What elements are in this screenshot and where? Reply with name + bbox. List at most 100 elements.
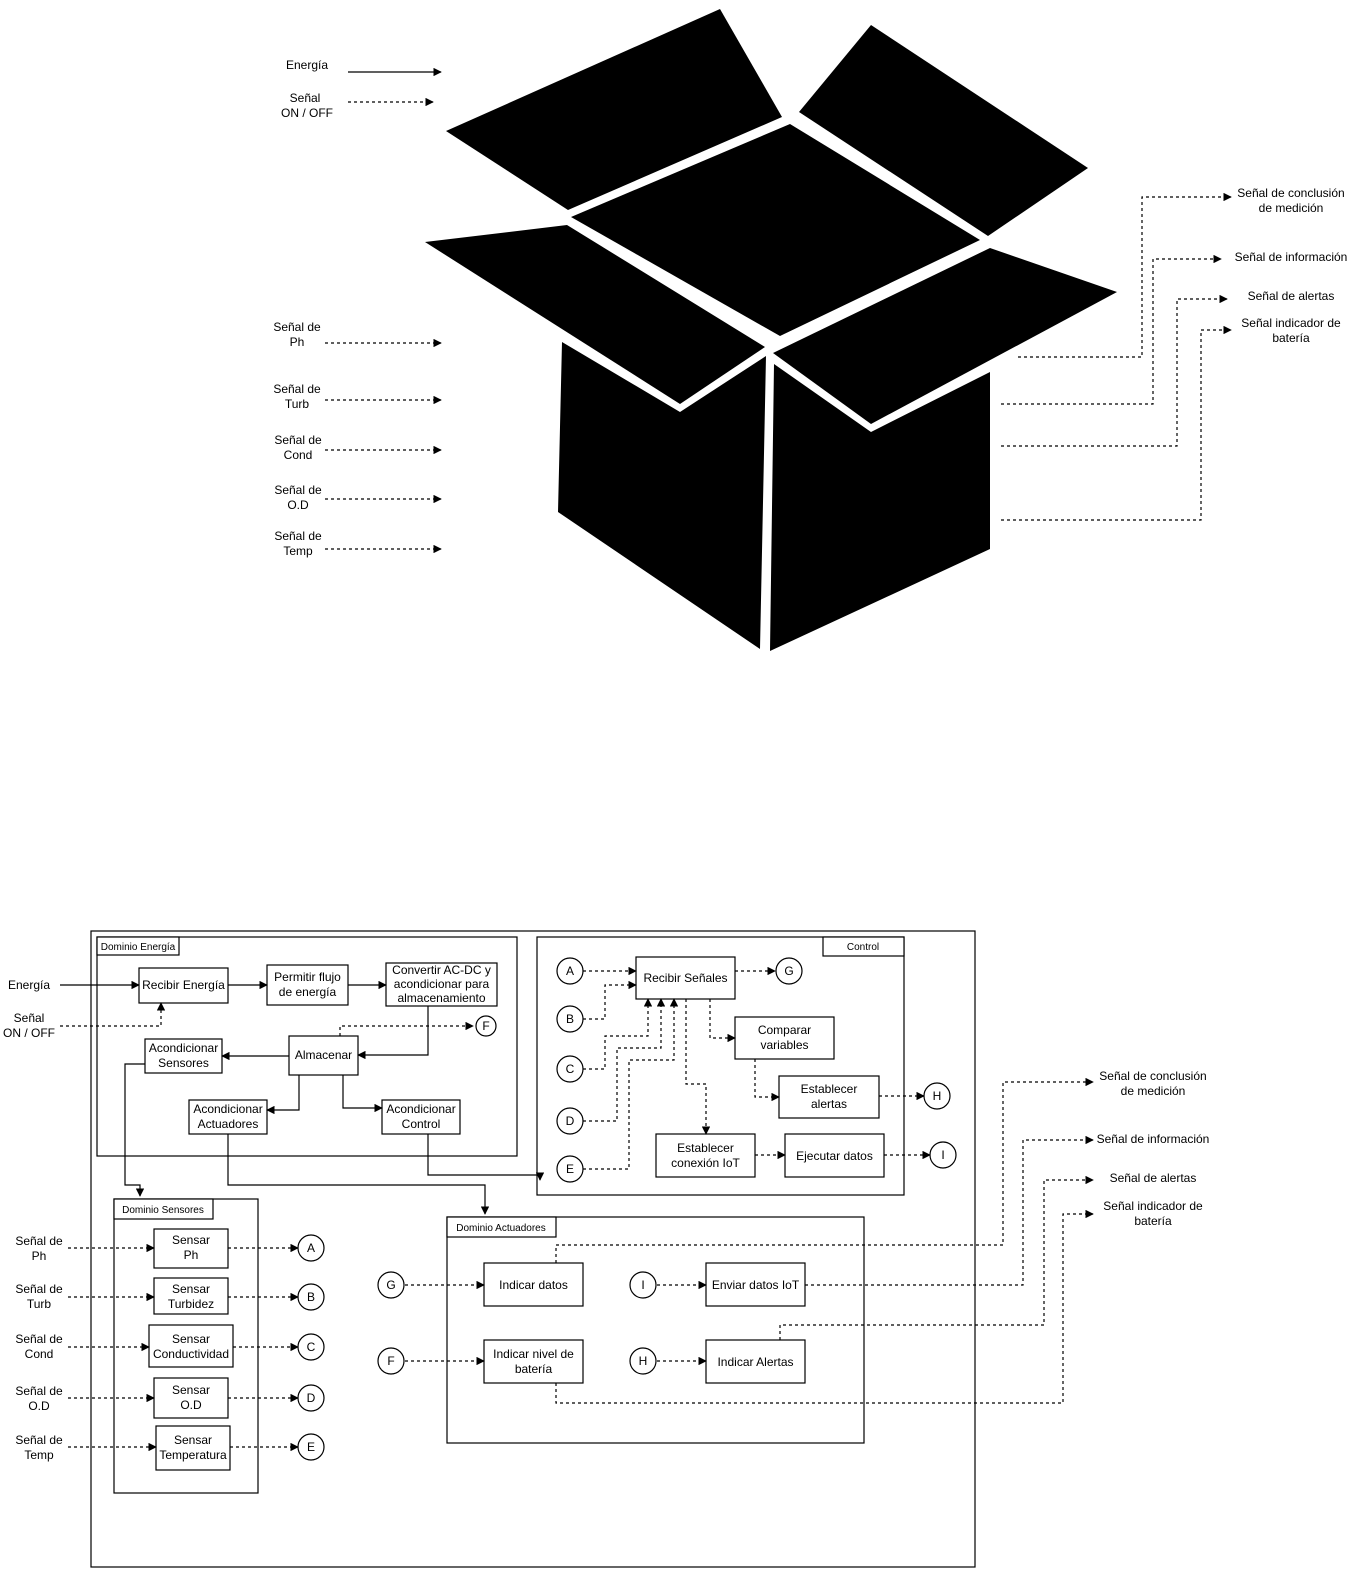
bb-label-temp-1: Señal de [274, 529, 322, 543]
label-out-conclusion-1: Señal de conclusión [1099, 1069, 1206, 1083]
connector-label-g-6: G [784, 964, 793, 978]
node-establecer-alertas-label-1: Establecer [801, 1082, 858, 1096]
arrow-acond-sensores-domain [124, 1063, 145, 1197]
node-conexion-iot-label-2: conexión IoT [671, 1156, 740, 1170]
label-cond-1: Señal de [15, 1332, 63, 1346]
node-indicar-bateria-label-2: batería [515, 1362, 553, 1376]
node-sensar-conductividad-label-2: Conductividad [153, 1347, 229, 1361]
box-flap-back-right [799, 25, 1088, 236]
node-indicar-bateria-label-1: Indicar nivel de [493, 1347, 574, 1361]
node-convertir-label-2: acondicionar para [394, 977, 490, 991]
node-indicar-datos [483, 1262, 584, 1307]
node-sensar-od [153, 1377, 229, 1419]
node-sensar-od-label-1: Sensar [172, 1383, 210, 1397]
connector-i-8 [929, 1141, 957, 1169]
node-sensar-ph-label-2: Ph [184, 1248, 199, 1262]
system-frame [90, 930, 976, 1568]
arrow-comparar-alertas [754, 1059, 780, 1102]
arrow-out-alertas [779, 1175, 1094, 1340]
label-ph-1: Señal de [15, 1234, 63, 1248]
connector-a-0 [556, 957, 584, 985]
node-recibir-senales [635, 956, 736, 1000]
node-indicar-alertas [705, 1339, 806, 1384]
domain-control-title: Control [847, 942, 879, 953]
node-sensar-turbidez [153, 1277, 229, 1315]
connector-label-i-16: I [641, 1278, 644, 1292]
domain-control-frame [536, 936, 905, 1196]
node-convertir [385, 962, 498, 1007]
label-out-alertas: Señal de alertas [1110, 1171, 1197, 1185]
node-sensar-turbidez-label-1: Sensar [172, 1282, 210, 1296]
node-recibir-senales-label: Recibir Señales [643, 971, 727, 985]
node-convertir-label-1: Convertir AC-DC y [392, 963, 491, 977]
node-acond-actuadores-label-1: Acondicionar [193, 1102, 262, 1116]
node-convertir-label-3: almacenamiento [397, 991, 485, 1005]
connector-label-h-17: H [639, 1354, 648, 1368]
label-onoff-2: ON / OFF [3, 1026, 55, 1040]
connector-label-a-9: A [307, 1241, 315, 1255]
arrow-convertir-almacenar [357, 1006, 429, 1060]
connector-b-1 [556, 1005, 584, 1033]
bb-label-bateria-2: batería [1272, 331, 1310, 345]
bb-label-informacion: Señal de información [1235, 250, 1348, 264]
node-acond-control [381, 1099, 461, 1135]
domain-actuadores-title: Dominio Actuadores [456, 1223, 546, 1234]
label-energia: Energía [8, 978, 50, 992]
bb-label-od-2: O.D [287, 498, 309, 512]
bb-arrow-bateria [1001, 325, 1232, 521]
arrow-out-bateria [555, 1209, 1094, 1404]
label-out-bateria-2: batería [1134, 1214, 1172, 1228]
arrow-almacenar-f [339, 1021, 474, 1036]
arrow-acond-actuadores-domain [227, 1134, 490, 1215]
bb-arrow-informacion [1001, 254, 1222, 405]
connector-e-4 [556, 1155, 584, 1183]
label-onoff-1: Señal [14, 1011, 45, 1025]
node-establecer-alertas-label-2: alertas [811, 1097, 847, 1111]
node-recibir-energia-label: Recibir Energía [142, 978, 225, 992]
connector-c-2 [556, 1055, 584, 1083]
connector-label-a-0: A [566, 964, 574, 978]
node-indicar-alertas-label: Indicar Alertas [717, 1355, 793, 1369]
node-sensar-ph-label-1: Sensar [172, 1233, 210, 1247]
label-out-conclusion-2: de medición [1121, 1084, 1186, 1098]
label-temp-2: Temp [24, 1448, 54, 1462]
bb-label-ph-2: Ph [290, 335, 305, 349]
node-sensar-temperatura [155, 1425, 231, 1471]
box-flap-back-left [446, 9, 782, 210]
domain-sensores-title: Dominio Sensores [122, 1205, 204, 1216]
node-acond-sensores-label-2: Sensores [158, 1056, 209, 1070]
connector-a-9 [297, 1234, 325, 1262]
node-acond-sensores [144, 1038, 223, 1074]
box-flap-front-right [773, 248, 1117, 424]
box-flap-front-left [425, 225, 765, 404]
label-out-informacion: Señal de información [1097, 1132, 1210, 1146]
connector-g-14 [377, 1271, 405, 1299]
node-acond-sensores-label-1: Acondicionar [149, 1041, 218, 1055]
node-permitir-flujo-label-1: Permitir flujo [274, 970, 341, 984]
bb-arrow-conclusion [1018, 192, 1232, 358]
arrow-e-recibir [583, 998, 679, 1170]
connector-d-3 [556, 1107, 584, 1135]
node-indicar-bateria [483, 1339, 584, 1384]
connector-label-d-12: D [307, 1391, 316, 1405]
label-turb-1: Señal de [15, 1282, 63, 1296]
connector-label-c-2: C [566, 1062, 575, 1076]
connector-b-10 [297, 1283, 325, 1311]
bb-label-alertas: Señal de alertas [1248, 289, 1335, 303]
node-sensar-conductividad-label-1: Sensar [172, 1332, 210, 1346]
arrow-recibir-comparar [709, 999, 736, 1043]
node-establecer-alertas [778, 1075, 880, 1119]
node-indicar-datos-label: Indicar datos [499, 1278, 568, 1292]
connector-label-c-11: C [307, 1340, 316, 1354]
bb-label-ph-1: Señal de [273, 320, 321, 334]
connector-c-11 [297, 1333, 325, 1361]
bb-label-od-1: Señal de [274, 483, 322, 497]
bb-label-turb-1: Señal de [273, 382, 321, 396]
bb-label-turb-2: Turb [285, 397, 310, 411]
node-acond-control-label-1: Acondicionar [386, 1102, 455, 1116]
bb-label-cond-1: Señal de [274, 433, 322, 447]
arrow-recibir-iot [685, 999, 711, 1135]
bb-label-onoff-2: ON / OFF [281, 106, 333, 120]
arrow-almacenar-control [342, 1075, 383, 1113]
